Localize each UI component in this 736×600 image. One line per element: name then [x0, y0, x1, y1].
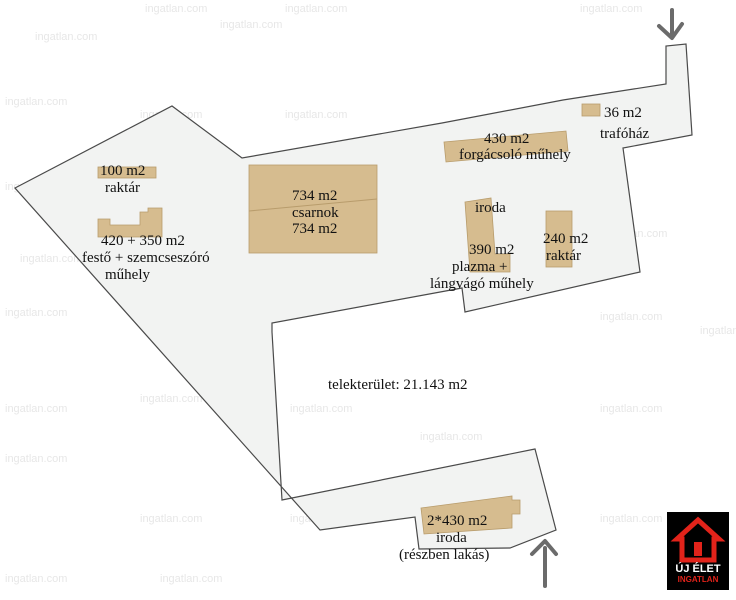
label-raktar-240-area: 240 m2	[543, 231, 588, 247]
building-trafohaz	[581, 103, 601, 117]
label-trafohaz-name: trafóház	[600, 126, 649, 142]
watermark-text: ingatlan.com	[5, 453, 67, 465]
house-icon	[670, 516, 726, 563]
watermark-text: ingatlan.com	[140, 393, 202, 405]
label-festo-name: festő + szemcseszóró	[82, 250, 210, 266]
label-iroda-lakas-area: 2*430 m2	[427, 513, 487, 529]
site-outline	[14, 43, 693, 550]
label-forgacsolo-area: 430 m2	[484, 131, 529, 147]
label-csarnok-area-1: 734 m2	[292, 188, 337, 204]
bottom-arrow	[530, 539, 558, 588]
label-iroda-lakas-name: iroda	[436, 530, 467, 546]
label-plazma-name: plazma +	[452, 259, 508, 275]
watermark-text: ingatlan.com	[160, 573, 222, 585]
label-raktar-100-area: 100 m2	[100, 163, 145, 179]
csarnok-divider	[248, 198, 378, 212]
watermark-text: ingatlan.com	[285, 109, 347, 121]
label-trafohaz-area: 36 m2	[604, 105, 642, 121]
buildings	[97, 103, 601, 535]
label-festo-area: 420 + 350 m2	[101, 233, 185, 249]
label-forgacsolo-name: forgácsoló műhely	[459, 147, 571, 163]
label-raktar-100-name: raktár	[105, 180, 140, 196]
label-festo-muhely: műhely	[105, 267, 150, 283]
building-iroda-lakas	[420, 495, 521, 535]
building-forgacsolo	[443, 130, 569, 163]
building-plazma	[464, 197, 511, 273]
watermark-text: ingatlan.com	[580, 3, 642, 15]
watermark-text: ingatlan.com	[220, 19, 282, 31]
watermark-text: ingatlan.com	[285, 3, 347, 15]
watermark-text: ingatlan.com	[600, 403, 662, 415]
watermark-text: ingatlan.com	[35, 31, 97, 43]
labels: 100 m2 raktár 420 + 350 m2 festő + szemc…	[82, 105, 649, 563]
label-csarnok-name: csarnok	[292, 205, 339, 221]
watermark-text: ingatlan.com	[5, 573, 67, 585]
label-plazma-area: 390 m2	[469, 242, 514, 258]
label-csarnok-area-2: 734 m2	[292, 221, 337, 237]
building-raktar-240	[545, 210, 573, 268]
label-raktar-240-name: raktár	[546, 248, 581, 264]
watermark-text: ingatlan.com	[700, 325, 736, 337]
building-festo-muhely	[97, 207, 163, 238]
watermark-text: ingatlan.com	[145, 3, 207, 15]
logo-line-1: ÚJ ÉLET	[675, 563, 721, 575]
uj-elet-ingatlan-logo: ÚJ ÉLET INGATLAN	[667, 512, 729, 590]
logo-line-2: INGATLAN	[677, 575, 719, 584]
label-langvago: lángvágó műhely	[430, 276, 534, 292]
watermark-text: ingatlan.com	[600, 311, 662, 323]
watermark-text: ingatlan.com	[20, 253, 82, 265]
watermark-text: ingatlan.com	[5, 403, 67, 415]
watermark-text: ingatlan.com	[420, 431, 482, 443]
top-right-arrow	[657, 8, 684, 40]
watermark-text: ingatlan.com	[140, 513, 202, 525]
watermark-text: ingatlan.com	[5, 307, 67, 319]
watermark-text: ingatlan.com	[5, 96, 67, 108]
building-raktar-100	[97, 166, 157, 179]
watermark-text: ingatlan.com	[290, 403, 352, 415]
label-telekterulet: telekterület: 21.143 m2	[328, 377, 468, 393]
label-iroda: iroda	[475, 200, 506, 216]
watermark-text: ingatlan.com	[600, 513, 662, 525]
label-reszben-lakas: (részben lakás)	[399, 547, 489, 563]
